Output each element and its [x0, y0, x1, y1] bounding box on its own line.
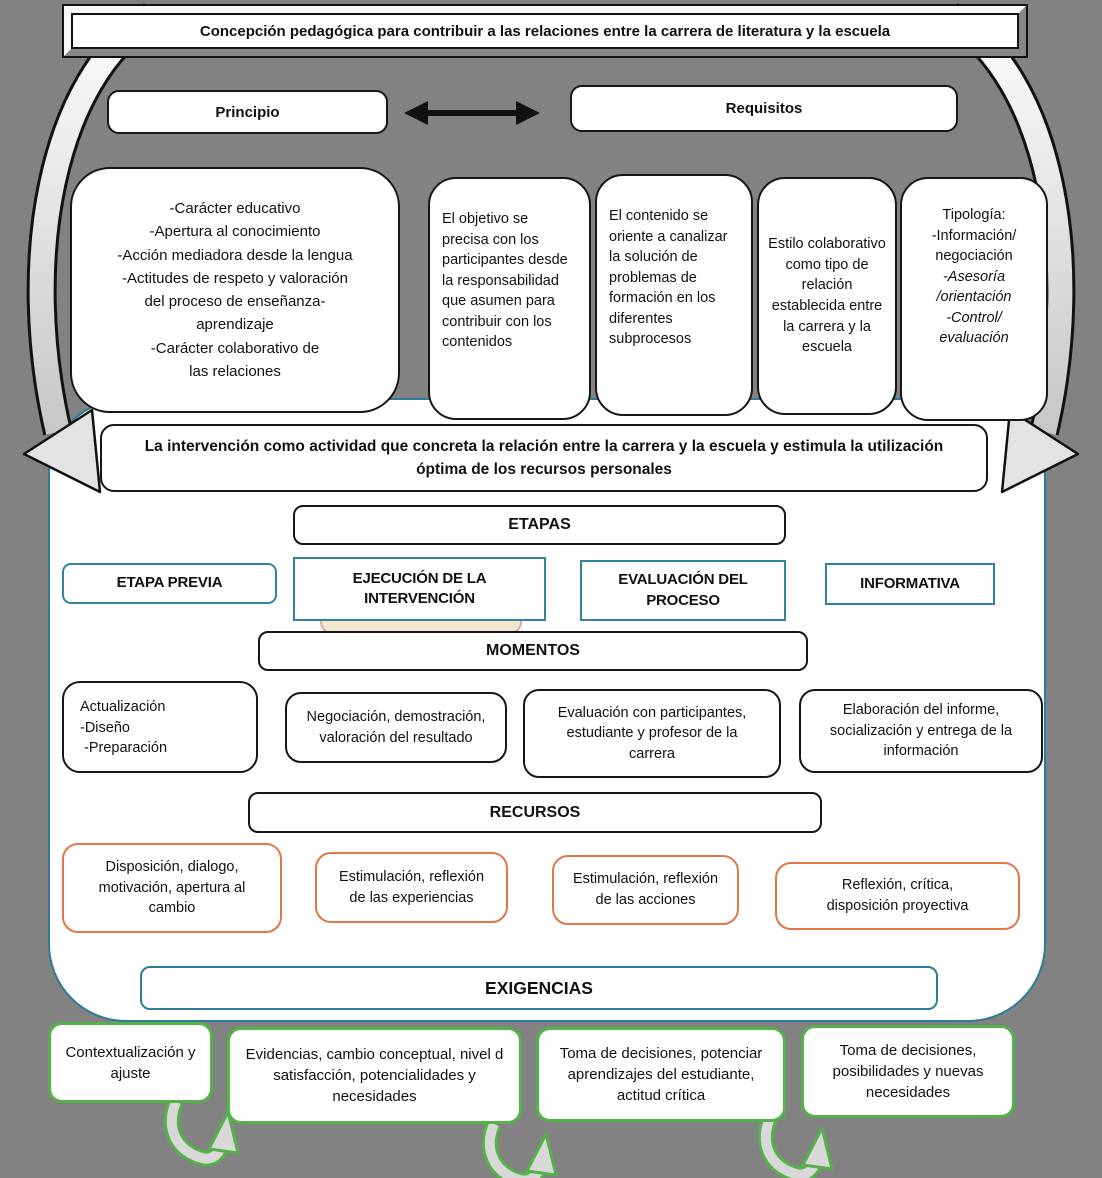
- tipologia-line: evaluación: [939, 330, 1009, 347]
- intervencion-line: La intervención como actividad que concr…: [144, 437, 944, 455]
- momento-line: -Preparación: [84, 740, 168, 757]
- exigencias-header: EXIGENCIAS: [140, 966, 938, 1010]
- stage-line: PROCESO: [646, 591, 720, 609]
- tipologia-line: /orientación: [936, 289, 1012, 306]
- etapas-header: ETAPAS: [293, 505, 786, 545]
- tipologia-line: -Información/: [931, 227, 1017, 244]
- tipologia-line: Tipología:: [942, 207, 1006, 223]
- recursos-header: RECURSOS: [248, 792, 822, 833]
- momento-line: -Diseño: [80, 719, 130, 736]
- momento-box-evaluacion: Evaluación con participantes, estudiante…: [523, 689, 781, 778]
- exigencia-box-decisiones-estudiante: Toma de decisiones, potenciar aprendizaj…: [536, 1027, 786, 1122]
- stage-evaluacion: EVALUACIÓN DEL PROCESO: [580, 560, 786, 621]
- diagram-title: Concepción pedagógica para contribuir a …: [71, 13, 1019, 49]
- principio-detail-box: -Carácter educativo -Apertura al conocim…: [70, 167, 400, 413]
- double-arrow-icon: [404, 101, 540, 125]
- recurso-box-experiencias: Estimulación, reflexión de las experienc…: [315, 852, 508, 923]
- tipologia-line: negociación: [935, 248, 1013, 265]
- tipologia-line: -Control/: [946, 309, 1002, 326]
- principio-line: las relaciones: [189, 362, 281, 380]
- exigencia-box-contextualizacion: Contextualización y ajuste: [48, 1022, 213, 1103]
- principio-line: -Actitudes de respeto y valoración: [122, 269, 348, 287]
- principio-line: -Acción mediadora desde la lengua: [117, 246, 353, 264]
- principio-line: del proceso de enseñanza-: [144, 293, 326, 310]
- stage-line: INTERVENCIÓN: [364, 590, 475, 607]
- recurso-box-disposicion: Disposición, dialogo, motivación, apertu…: [62, 843, 282, 933]
- stage-ejecucion: EJECUCIÓN DE LA INTERVENCIÓN: [293, 557, 546, 621]
- momento-box-informe: Elaboración del informe, socialización y…: [799, 689, 1043, 773]
- principio-line: -Carácter colaborativo de: [150, 339, 320, 357]
- momento-box-actualizacion: Actualización -Diseño -Preparación: [62, 681, 258, 773]
- intervencion-header: La intervención como actividad que concr…: [100, 424, 988, 492]
- green-curved-arrow-2-icon: [482, 1120, 558, 1178]
- principio-line: aprendizaje: [196, 316, 274, 334]
- principio-line: -Apertura al conocimiento: [149, 223, 321, 241]
- momentos-header: MOMENTOS: [258, 631, 808, 671]
- recurso-box-reflexion: Reflexión, crítica, disposición proyecti…: [775, 862, 1020, 930]
- principio-line: -Carácter educativo: [169, 200, 301, 217]
- momento-line: Actualización: [80, 699, 166, 715]
- intervencion-line: óptima de los recursos personales: [416, 461, 672, 478]
- requisitos-header: Requisitos: [570, 85, 958, 132]
- momento-box-negociacion: Negociación, demostración, valoración de…: [285, 692, 507, 763]
- requisito-box-estilo: Estilo colaborativo como tipo de relació…: [757, 177, 897, 415]
- stage-line: EJECUCIÓN DE LA: [352, 569, 487, 587]
- principio-header: Principio: [107, 90, 388, 134]
- diagram-title-bar: Concepción pedagógica para contribuir a …: [62, 4, 1028, 58]
- requisito-box-objetivo: El objetivo se precisa con los participa…: [428, 177, 591, 420]
- exigencia-box-evidencias: Evidencias, cambio conceptual, nivel d s…: [227, 1027, 522, 1124]
- green-curved-arrow-3-icon: [758, 1114, 834, 1178]
- stage-informativa: INFORMATIVA: [825, 563, 995, 605]
- stage-etapa-previa: ETAPA PREVIA: [62, 563, 277, 604]
- exigencia-box-decisiones-necesidades: Toma de decisiones, posibilidades y nuev…: [801, 1025, 1015, 1118]
- stage-line: EVALUACIÓN DEL: [618, 571, 748, 589]
- requisito-box-tipologia: Tipología: -Información/ negociación -As…: [900, 177, 1048, 421]
- recurso-box-acciones: Estimulación, reflexión de las acciones: [552, 855, 739, 925]
- tipologia-line: -Asesoría: [942, 268, 1006, 285]
- requisito-box-contenido: El contenido se oriente a canalizar la s…: [595, 174, 753, 416]
